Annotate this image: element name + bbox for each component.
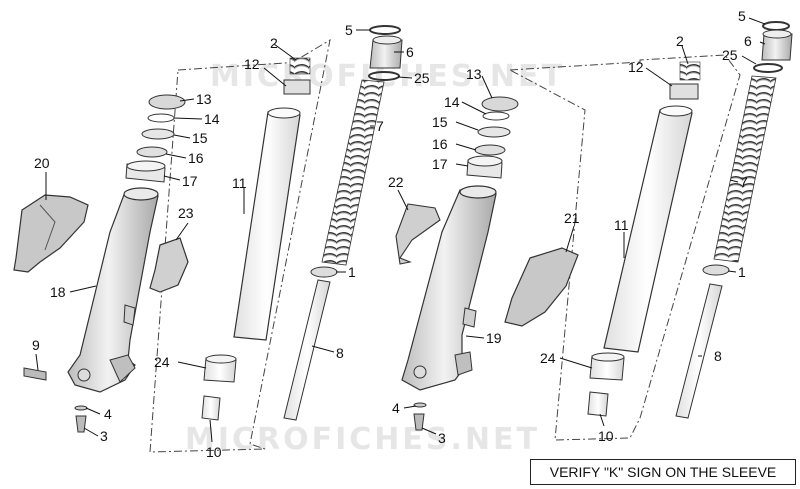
callout-22-right: 22 — [388, 174, 404, 190]
part-16-ring — [136, 146, 168, 158]
part-18-fork-leg — [67, 187, 159, 393]
part-16-ring-right — [474, 144, 506, 156]
part-3-bolt — [75, 415, 87, 433]
part-10-plug-right — [587, 391, 609, 417]
verify-note-box: VERIFY "K" SIGN ON THE SLEEVE — [530, 459, 796, 485]
callout-19-right: 19 — [486, 330, 502, 346]
part-13-seal-right — [481, 96, 519, 112]
part-25-ring-right — [753, 63, 783, 73]
callout-24: 24 — [154, 354, 170, 370]
callout-7-right: 7 — [740, 174, 748, 190]
part-9-bolt — [23, 367, 47, 381]
callout-9: 9 — [32, 337, 40, 353]
callout-10-right: 10 — [598, 428, 614, 444]
callout-6-right: 6 — [744, 33, 752, 49]
callout-labels-right: 2 12 5 6 25 7 13 14 15 16 17 22 21 11 19… — [388, 8, 752, 446]
callout-12: 12 — [244, 56, 260, 72]
callout-18: 18 — [50, 284, 66, 300]
part-15-washer — [141, 128, 175, 140]
part-4-washer-right — [413, 402, 427, 408]
callout-4-right: 4 — [392, 400, 400, 416]
callout-21-right: 21 — [564, 210, 580, 226]
part-1-washer-right — [702, 264, 730, 276]
part-7-main-spring — [321, 79, 385, 266]
callout-14: 14 — [204, 111, 220, 127]
callout-15: 15 — [192, 130, 208, 146]
part-19-fork-leg — [401, 185, 497, 391]
callout-1-right: 1 — [738, 264, 746, 280]
leader-lines — [35, 17, 766, 443]
callout-14-right: 14 — [444, 94, 460, 110]
callout-2-right: 2 — [676, 33, 684, 49]
callout-3-right: 3 — [438, 430, 446, 446]
part-14-clip-right — [482, 111, 510, 121]
right-dashed-outline — [509, 54, 741, 441]
callout-16: 16 — [188, 150, 204, 166]
callout-labels-left: 2 12 5 6 25 7 13 14 15 16 17 20 23 11 18… — [32, 22, 430, 460]
part-15-washer-right — [477, 126, 511, 138]
callout-11: 11 — [232, 175, 247, 191]
part-14-clip — [147, 113, 175, 123]
part-2-small-spring — [289, 57, 311, 75]
part-22-clip — [395, 203, 441, 265]
callout-17-right: 17 — [432, 156, 448, 172]
part-8-damper-rod-right — [675, 283, 723, 419]
callout-24-right: 24 — [540, 350, 556, 366]
watermark-text-bottom: MICROFICHES.NET — [185, 422, 540, 457]
callout-6: 6 — [406, 44, 414, 60]
callout-11-right: 11 — [614, 217, 629, 233]
callout-8: 8 — [336, 345, 344, 361]
callout-25-right: 25 — [722, 47, 738, 63]
callout-20: 20 — [34, 155, 50, 171]
callout-1: 1 — [348, 264, 356, 280]
part-10-plug — [201, 395, 221, 421]
callout-8-right: 8 — [714, 348, 722, 364]
part-3-bolt-right — [413, 413, 425, 431]
callout-17: 17 — [182, 173, 198, 189]
callout-12-right: 12 — [628, 59, 644, 75]
callout-13-right: 13 — [466, 66, 482, 82]
callout-7: 7 — [376, 118, 384, 134]
part-7-main-spring-right — [713, 75, 777, 263]
part-25-ring — [368, 71, 400, 81]
callout-23: 23 — [178, 205, 194, 221]
part-4-washer — [74, 405, 88, 411]
callout-4: 4 — [104, 406, 112, 422]
left-dashed-outline — [149, 38, 331, 453]
part-1-washer — [310, 266, 338, 278]
part-21-bracket — [504, 247, 579, 327]
callout-13: 13 — [196, 91, 212, 107]
part-13-seal — [148, 94, 186, 110]
callout-5: 5 — [345, 22, 353, 38]
part-23-clip — [149, 237, 189, 293]
callout-2: 2 — [270, 35, 278, 51]
part-8-damper-rod — [283, 279, 331, 421]
part-2-small-spring-right — [679, 61, 701, 81]
callout-15-right: 15 — [432, 114, 448, 130]
callout-3: 3 — [100, 428, 108, 444]
part-5-o-ring — [369, 25, 401, 35]
callout-25: 25 — [414, 70, 430, 86]
part-12-top-bushing — [283, 79, 311, 95]
part-5-o-ring-right — [762, 21, 790, 31]
part-11-inner-tube — [233, 111, 301, 341]
callout-16-right: 16 — [432, 136, 448, 152]
part-12-top-bushing-right — [669, 83, 699, 100]
callout-10: 10 — [206, 444, 222, 460]
callout-5-right: 5 — [738, 8, 746, 24]
